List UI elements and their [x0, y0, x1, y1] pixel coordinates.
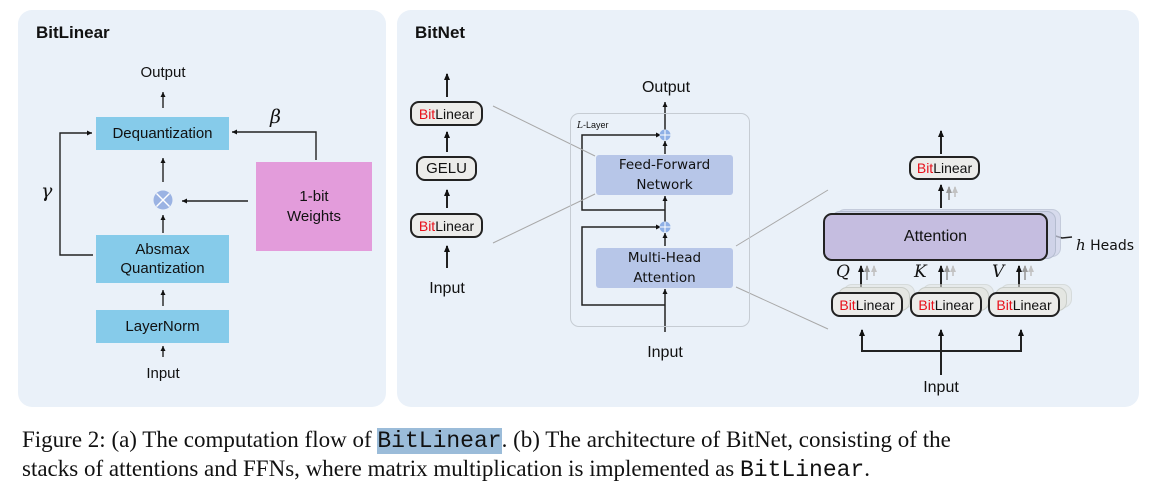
transformer-input-label: Input	[647, 344, 683, 361]
circled-times-icon	[153, 190, 173, 210]
absmax-quantization-box: Absmax Quantization	[96, 235, 229, 283]
residual-ffn	[581, 132, 665, 211]
attention-input-label: Input	[923, 379, 959, 396]
one-bit-weights-box: 1-bit Weights	[256, 162, 372, 251]
caption-code-bitlinear: BitLinear	[377, 428, 502, 454]
bitlinear-panel-title: BitLinear	[36, 23, 110, 42]
q-label: Q	[836, 262, 850, 282]
attention-box: Attention	[823, 213, 1048, 261]
transformer-output-label: Output	[641, 79, 691, 96]
beta-label: β	[270, 106, 281, 128]
residual-mha	[581, 224, 665, 306]
l-layer-label: L-Layer	[577, 120, 609, 131]
absmax-line2: Quantization	[120, 260, 205, 277]
figure-caption: Figure 2: (a) The computation flow of Bi…	[22, 427, 951, 483]
circled-plus-icon	[659, 129, 671, 141]
arrow-beta-path	[232, 129, 317, 160]
zoom-guides	[492, 105, 829, 330]
bitlinear-output-label: Output	[140, 64, 186, 81]
h-heads-label: h Heads	[1076, 236, 1135, 254]
layernorm-box: LayerNorm	[96, 310, 229, 343]
bitnet-panel	[397, 10, 1139, 407]
ffn-input-label: Input	[429, 280, 465, 297]
layernorm-label: LayerNorm	[125, 318, 200, 335]
feed-forward-network-box: Feed-Forward Network	[596, 155, 733, 195]
caption-code-bitlinear: BitLinear	[740, 457, 865, 483]
weights-line1: 1-bit	[299, 187, 329, 205]
v-label: V	[992, 262, 1005, 282]
dequantization-box: Dequantization	[96, 117, 229, 150]
circled-plus-icon	[659, 221, 671, 233]
multi-head-attention-box: Multi-Head Attention	[596, 248, 733, 288]
absmax-line1: Absmax	[135, 241, 190, 258]
k-label: K	[914, 262, 927, 282]
l-layer-frame	[570, 113, 750, 327]
arrow-gamma-path	[59, 130, 93, 256]
bitlinear-input-label: Input	[146, 365, 180, 382]
dequantization-label: Dequantization	[112, 125, 213, 142]
weights-line2: Weights	[287, 207, 341, 225]
gamma-label: γ	[41, 180, 53, 202]
bitnet-panel-title: BitNet	[415, 23, 466, 42]
gelu-block: GELU	[416, 156, 477, 181]
